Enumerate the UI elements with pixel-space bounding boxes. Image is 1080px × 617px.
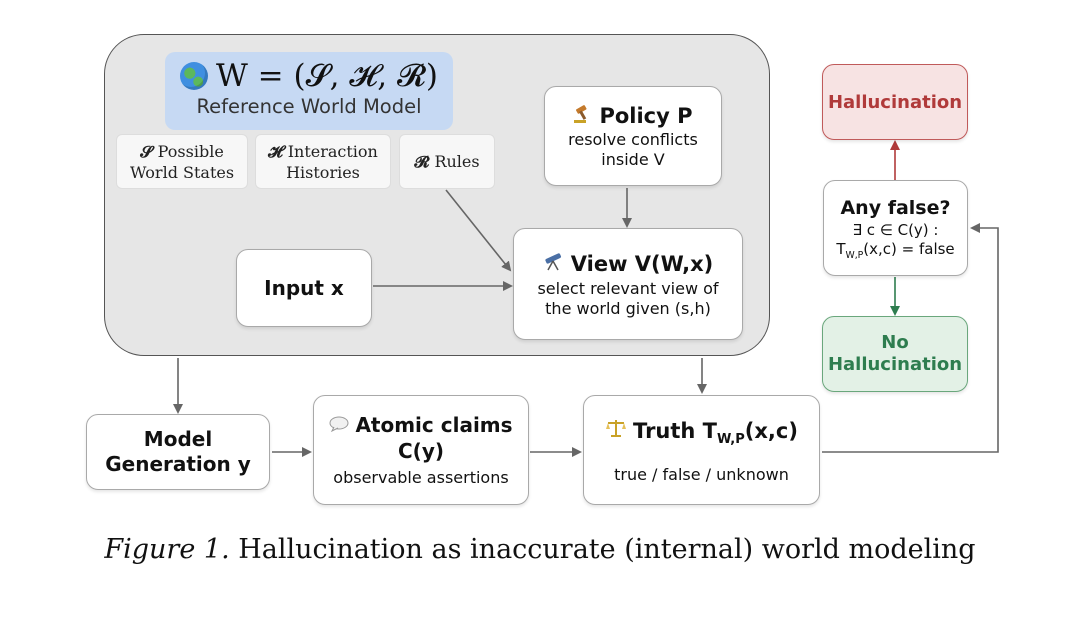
truth-box: Truth TW,P(x,c) true / false / unknown [583,395,820,505]
view-box: View V(W,x) select relevant view of the … [513,228,743,340]
decision-line2-suffix: (x,c) = false [863,239,955,258]
claims-box: Atomic claims C(y) observable assertions [313,395,529,505]
no-hallucination-box: No Hallucination [822,316,968,392]
states-line1: Possible [157,141,224,161]
decision-line2-prefix: T [836,239,846,258]
rules-line1: Rules [434,152,480,171]
speech-bubble-icon [329,412,349,438]
generation-line2: Generation y [105,452,251,476]
policy-desc-line2: inside V [601,150,665,169]
world-model-formula: W = (𝓢, 𝓗, 𝓡) [215,58,439,94]
states-symbol: 𝓢 [140,141,153,161]
histories-line2: Histories [286,162,360,182]
rules-to-view-arrow [445,189,512,272]
states-line2: World States [129,162,235,182]
histories-chip: 𝓗 Interaction Histories [255,134,391,189]
truth-args: (x,c) [744,419,798,444]
view-desc-line2: the world given (s,h) [545,299,711,318]
world-model-header: W = (𝓢, 𝓗, 𝓡) Reference World Model [165,52,453,130]
no-hallucination-line2: Hallucination [827,354,963,375]
view-desc-line1: select relevant view of [537,279,719,298]
decision-box: Any false? ∃ c ∈ C(y) : TW,P(x,c) = fals… [823,180,968,276]
gavel-icon [573,102,593,130]
truth-to-decision-arrow [822,223,999,453]
caption-text: Hallucination as inaccurate (internal) w… [229,534,976,565]
policy-desc-line1: resolve conflicts [568,130,698,149]
policy-title: Policy P [599,104,693,128]
caption-prefix: Figure 1. [104,534,230,565]
states-chip: 𝓢 Possible World States [116,134,248,189]
decision-line1: ∃ c ∈ C(y) : [852,220,939,239]
generation-box: Model Generation y [86,414,270,490]
hallucination-box: Hallucination [822,64,968,140]
no-hallucination-line1: No [881,331,909,353]
histories-line1: Interaction [287,141,378,161]
figure-caption: Figure 1. Hallucination as inaccurate (i… [0,534,1080,565]
truth-title: Truth T [633,419,717,444]
world-model-subtitle: Reference World Model [196,95,422,118]
decision-title: Any false? [840,196,951,219]
input-box: Input x [236,249,372,327]
scales-icon [605,415,627,447]
truth-desc: true / false / unknown [614,464,789,484]
histories-symbol: 𝓗 [268,141,283,161]
claims-title: Atomic claims [355,413,513,437]
policy-box: Policy P resolve conflicts inside V [544,86,722,186]
rules-chip: 𝓡 Rules [399,134,495,189]
hallucination-label: Hallucination [827,91,963,113]
telescope-icon [543,249,565,279]
generation-line1: Model [143,427,213,451]
truth-subscript: W,P [717,432,745,448]
decision-line2-sub: W,P [845,249,864,261]
claims-desc: observable assertions [333,468,509,487]
claims-title2: C(y) [398,439,444,463]
rules-symbol: 𝓡 [414,152,430,171]
view-title: View V(W,x) [570,252,714,276]
globe-icon [179,62,208,90]
input-label: Input x [264,276,344,300]
